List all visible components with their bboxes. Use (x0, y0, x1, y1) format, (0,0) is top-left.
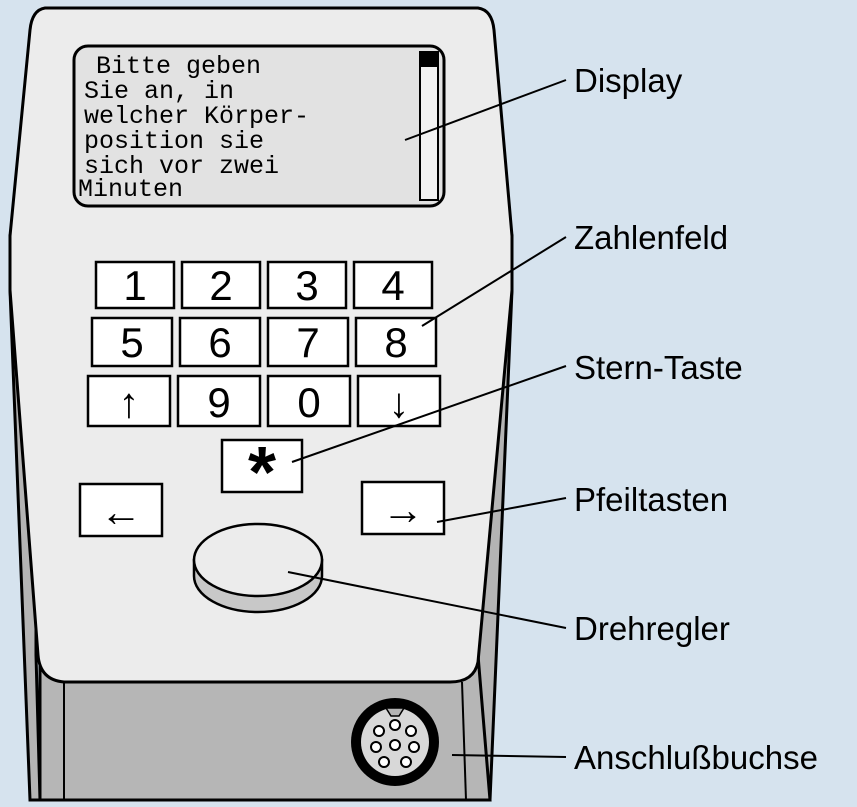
key-down-arrow[interactable]: ↓ (356, 374, 442, 428)
key-9[interactable]: 9 (176, 374, 262, 428)
key-1[interactable]: 1 (94, 260, 176, 310)
key-0[interactable]: 0 (266, 374, 352, 428)
label-pfeiltasten: Pfeiltasten (574, 481, 728, 518)
display: Bitte geben Sie an, in welcher Körper- p… (72, 44, 446, 208)
display-line: Sie an, in (84, 77, 234, 106)
callout-line-display (404, 79, 567, 141)
display-line: sich vor zwei (84, 152, 279, 181)
rotary-knob[interactable] (192, 522, 324, 614)
callout-line-drehregler (287, 571, 567, 629)
key-6[interactable]: 6 (178, 316, 262, 368)
connector-socket (351, 698, 439, 786)
callout-line-zahlenfeld (421, 236, 567, 327)
down-arrow-icon: ↓ (389, 379, 410, 426)
left-arrow-icon: ← (100, 488, 142, 535)
key-3[interactable]: 3 (266, 260, 348, 310)
display-text: Bitte geben Sie an, in welcher Körper- p… (78, 52, 324, 204)
display-scrollbar (419, 51, 439, 201)
callout-line-pfeiltasten (436, 497, 567, 523)
keypad: 1 2 3 4 5 6 7 8 (86, 260, 442, 428)
display-line: Minuten (78, 175, 183, 204)
key-label: 8 (384, 319, 407, 366)
up-arrow-icon: ↑ (119, 379, 140, 426)
key-label: 0 (297, 379, 320, 426)
right-arrow-icon: → (382, 486, 424, 533)
key-5[interactable]: 5 (90, 316, 174, 368)
star-icon: * (248, 433, 276, 513)
callout-line-anschlussbuchse (451, 754, 567, 758)
label-zahlenfeld: Zahlenfeld (574, 219, 728, 256)
key-label: 9 (207, 379, 230, 426)
key-right-arrow[interactable]: → (360, 480, 446, 536)
key-label: 5 (120, 319, 143, 366)
callout-lines (287, 79, 567, 758)
callout-line-stern-taste (291, 365, 567, 463)
key-label: 2 (209, 262, 232, 309)
label-drehregler: Drehregler (574, 610, 730, 647)
display-scroll-thumb (421, 53, 437, 67)
key-label: 4 (381, 262, 404, 309)
key-4[interactable]: 4 (352, 260, 434, 310)
key-7[interactable]: 7 (266, 316, 350, 368)
key-left-arrow[interactable]: ← (78, 482, 164, 538)
key-label: 3 (295, 262, 318, 309)
display-line: position sie (84, 127, 264, 156)
key-label: 1 (123, 262, 146, 309)
key-star[interactable]: * (220, 433, 304, 513)
label-anschlussbuchse: Anschlußbuchse (574, 739, 818, 776)
label-display: Display (574, 62, 683, 99)
key-up-arrow[interactable]: ↑ (86, 374, 172, 428)
key-2[interactable]: 2 (180, 260, 262, 310)
key-label: 7 (296, 319, 319, 366)
front-block-edge-right (461, 681, 467, 801)
label-stern-taste: Stern-Taste (574, 349, 743, 386)
key-label: 6 (208, 319, 231, 366)
